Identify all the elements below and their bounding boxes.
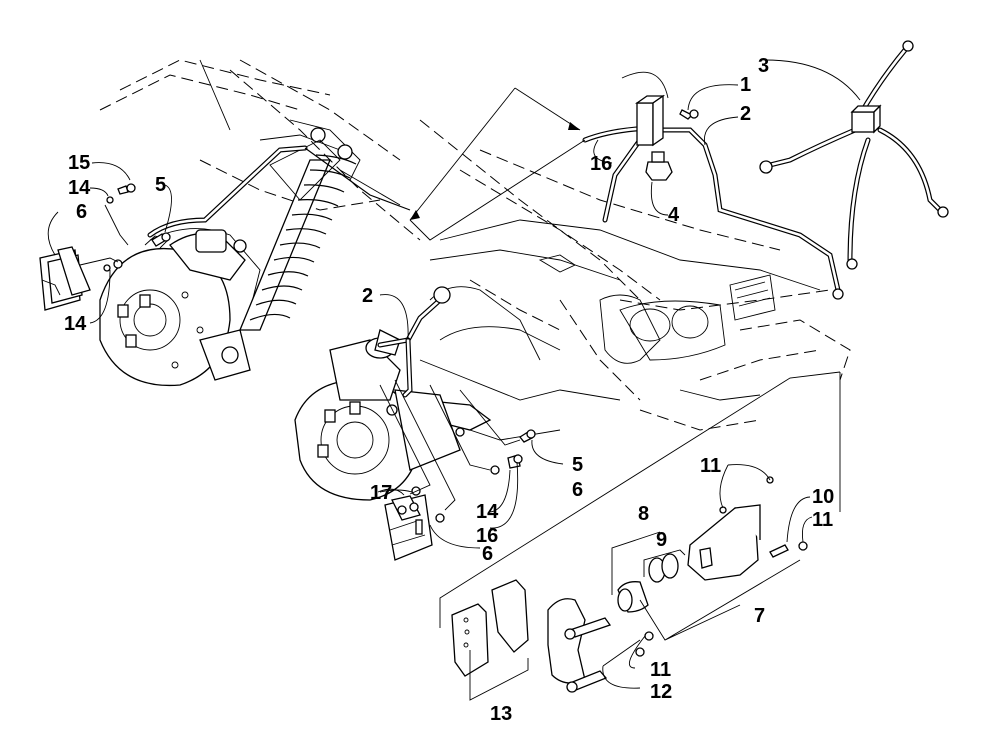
callout-15: 15 bbox=[68, 152, 90, 174]
callout-13: 13 bbox=[490, 703, 512, 725]
callout-11: 11 bbox=[650, 659, 671, 681]
callout-8: 8 bbox=[638, 503, 649, 525]
callout-14: 14 bbox=[64, 313, 87, 335]
callout-6: 6 bbox=[572, 479, 583, 501]
callout-5: 5 bbox=[155, 174, 166, 196]
left-brake-hose bbox=[147, 145, 411, 238]
callout-11: 11 bbox=[812, 509, 833, 531]
callout-12: 12 bbox=[650, 681, 672, 703]
exploded-caliper bbox=[439, 371, 841, 701]
callout-2: 2 bbox=[362, 285, 373, 307]
callout-14: 14 bbox=[476, 501, 499, 523]
callout-3: 3 bbox=[758, 55, 769, 77]
right-brake-hose bbox=[377, 286, 451, 398]
callout-6: 6 bbox=[76, 201, 87, 223]
right-spindle-rotor bbox=[294, 329, 492, 501]
callout-9: 9 bbox=[656, 529, 667, 551]
callout-10: 10 bbox=[812, 486, 834, 508]
callout-15: 16 bbox=[476, 525, 498, 547]
callout-6: 6 bbox=[482, 543, 493, 565]
coil-shock bbox=[239, 127, 401, 331]
callout-2: 2 bbox=[740, 103, 751, 125]
upper-bolt-5 bbox=[151, 232, 171, 247]
top-brake-lines bbox=[409, 87, 844, 300]
callout-14: 14 bbox=[68, 177, 91, 199]
callout-16: 16 bbox=[590, 153, 612, 175]
loose-brake-hoses bbox=[759, 40, 949, 270]
callout-7: 7 bbox=[754, 605, 765, 627]
callout-17: 17 bbox=[370, 482, 392, 504]
callout-labels: 15 14 6 5 14 3 1 2 16 4 2 5 6 17 14 16 6… bbox=[64, 55, 834, 725]
right-caliper bbox=[384, 429, 536, 561]
callout-11: 11 bbox=[700, 455, 721, 477]
routing-arrows bbox=[410, 122, 580, 220]
callout-4: 4 bbox=[668, 204, 680, 226]
left-spindle-rotor bbox=[99, 229, 251, 387]
callout-leaders bbox=[47, 59, 861, 689]
callout-1: 1 bbox=[740, 74, 751, 96]
callout-5: 5 bbox=[572, 454, 583, 476]
left-caliper bbox=[39, 183, 169, 311]
